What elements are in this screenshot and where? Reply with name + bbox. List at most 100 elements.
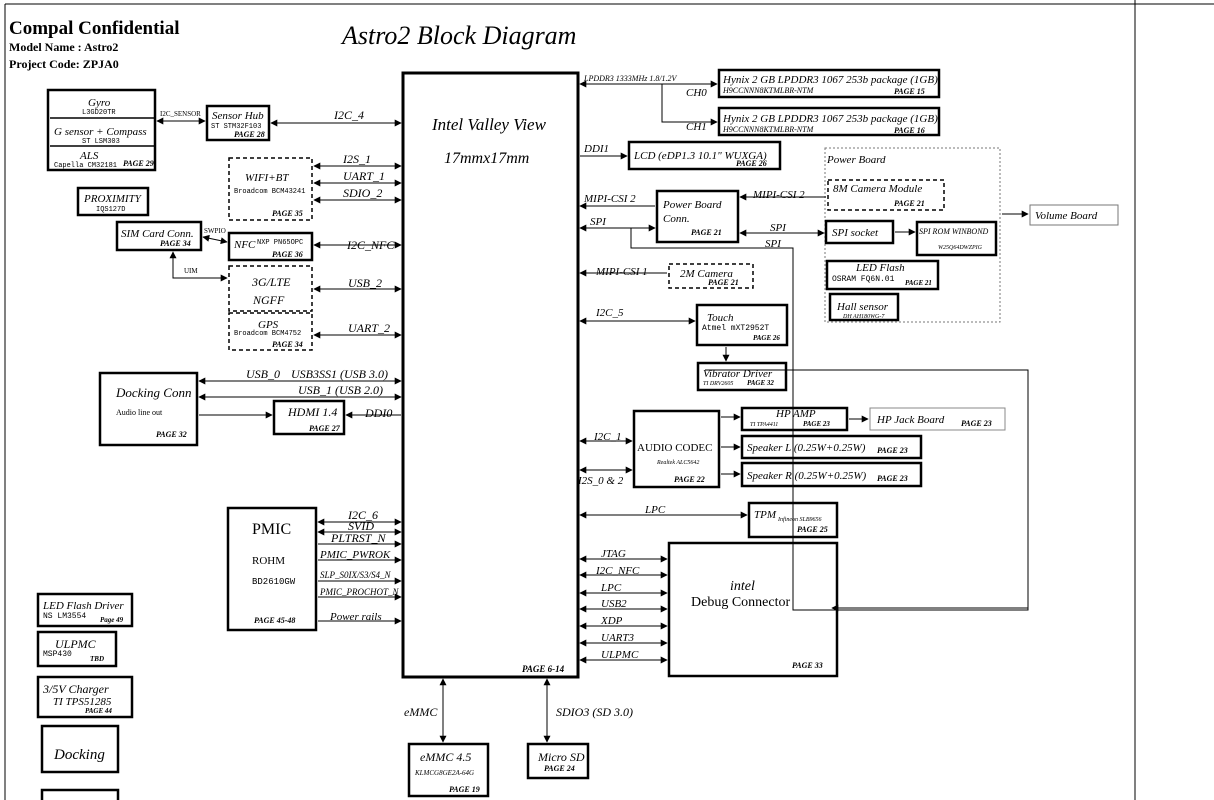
wifi-name: WIFI+BT xyxy=(245,172,289,184)
tpm-block: TPM Infineon SLB9656 PAGE 25 xyxy=(747,501,839,539)
cam2m-name: 2M Camera xyxy=(680,268,733,280)
charger-block: 3/5V Charger TI TPS51285 PAGE 44 xyxy=(36,675,134,719)
ulpmc-block: ULPMC MSP430 TBD xyxy=(36,630,118,668)
vibrator-part: TI DRV2605 xyxy=(703,381,733,387)
gps-block: GPS Broadcom BCM4752 PAGE 34 xyxy=(228,312,313,351)
spisocket-name: SPI socket xyxy=(832,227,879,239)
microsd-name: Micro SD xyxy=(537,750,585,764)
prochot-label: PMIC_PROCHOT_N xyxy=(319,587,399,597)
uart1-label: UART_1 xyxy=(343,169,385,183)
cpu-size: 17mmx17mm xyxy=(444,150,529,167)
hpamp-part: TI TPA4411 xyxy=(750,421,778,428)
ddi1-label: DDI1 xyxy=(583,143,609,155)
emmc-page: PAGE 19 xyxy=(449,785,480,794)
i2cnfc-label: I2C_NFC xyxy=(346,238,395,252)
spisocket-block: SPI socket xyxy=(824,219,895,245)
dockbox-name: Docking xyxy=(53,747,105,763)
usb3ss1-label: USB3SS1 (USB 3.0) xyxy=(291,367,388,381)
emmc-part: KLMCG8GE2A-64G xyxy=(414,769,474,777)
wifi-page: PAGE 35 xyxy=(272,209,303,218)
gyro-block: Gyro L3GD20TR G sensor + Compass ST LSM3… xyxy=(46,88,157,172)
lpc-label: LPC xyxy=(644,504,666,516)
debug-name: intel xyxy=(730,579,755,594)
hpamp-page: PAGE 23 xyxy=(803,420,830,428)
ram1-block: Hynix 2 GB LPDDR3 1067 253b package (1GB… xyxy=(717,68,941,99)
spkl-name: Speaker L (0.25W+0.25W) xyxy=(747,442,866,454)
ulpmc-part: MSP430 xyxy=(43,650,72,659)
vibrator-block: Vibrator Driver TI DRV2605 PAGE 32 xyxy=(696,361,788,392)
mipi-csi1-label: MIPI-CSI 1 xyxy=(595,266,648,278)
uart2-label: UART_2 xyxy=(348,321,390,335)
ledflash-page: PAGE 21 xyxy=(905,279,932,287)
emmc-block: eMMC 4.5 KLMCG8GE2A-64G PAGE 19 xyxy=(407,742,490,798)
dock-box-block: Docking xyxy=(40,724,120,800)
gyro-name: Gyro xyxy=(88,97,111,109)
gps-page: PAGE 34 xyxy=(272,340,303,349)
hpamp-block: HP AMP TI TPA4411 PAGE 23 xyxy=(740,406,849,432)
gsensor-name: G sensor + Compass xyxy=(54,126,147,138)
ram2-block: Hynix 2 GB LPDDR3 1067 253b package (1GB… xyxy=(717,106,941,137)
charger-page: PAGE 44 xyxy=(85,707,112,715)
page-frame xyxy=(4,0,1214,800)
ch0-label: CH0 xyxy=(686,87,707,99)
vibrator-name: Vibrator Driver xyxy=(703,368,773,380)
cam8m-name: 8M Camera Module xyxy=(833,183,922,195)
sensorhub-page: PAGE 28 xyxy=(234,130,265,139)
tpm-page: PAGE 25 xyxy=(797,525,828,534)
pmic-vendor: ROHM xyxy=(252,555,285,567)
simcard-block: SIM Card Conn. PAGE 34 xyxy=(115,220,203,252)
touch-part: Atmel mXT2952T xyxy=(702,324,769,333)
mipi-csi2-label: MIPI-CSI 2 xyxy=(583,193,636,205)
sensorhub-block: Sensor Hub ST STM32F103 PAGE 28 xyxy=(205,104,271,142)
microsd-block: Micro SD PAGE 24 xyxy=(526,742,590,780)
proximity-part: IQS127D xyxy=(96,206,125,214)
i2s02-label: I2S_0 & 2 xyxy=(577,475,624,487)
docking-conn-block: Docking Conn Audio line out PAGE 32 xyxy=(98,371,199,447)
pmic-block: PMIC ROHM BD2610GW PAGE 45-48 xyxy=(226,506,318,632)
svid-label: SVID xyxy=(348,519,374,533)
cam2m-block: 2M Camera PAGE 21 xyxy=(668,263,754,289)
wifi-block: WIFI+BT Broadcom BCM43241 PAGE 35 xyxy=(228,157,313,221)
jtag-label: JTAG xyxy=(601,548,626,560)
lte-block: 3G/LTE NGFF xyxy=(228,265,313,312)
gyro-part: L3GD20TR xyxy=(82,109,116,117)
uart3-label: UART3 xyxy=(601,632,635,644)
powerboard-area-label: Power Board xyxy=(826,154,886,166)
i2c5-label: I2C_5 xyxy=(595,307,624,319)
nfc-name: NFC xyxy=(233,239,256,251)
ledflash-part: OSRAM FQ6N.01 xyxy=(832,275,895,284)
powerboard-name2: Conn. xyxy=(663,213,690,225)
i2c1-label: I2C_1 xyxy=(593,431,622,443)
power-rails-label: Power rails xyxy=(329,611,382,623)
codec-name: AUDIO CODEC xyxy=(637,442,712,454)
ulpmc-signal-label: ULPMC xyxy=(601,649,639,661)
usb2-label: USB_2 xyxy=(348,276,382,290)
lcd-block: LCD (eDP1.3 10.1" WUXGA) PAGE 26 xyxy=(627,140,782,171)
codec-part: Realtek ALC5642 xyxy=(656,459,699,466)
hall-block: Hall sensor DH AH180WG-7 xyxy=(828,292,900,322)
debug-signal-lines xyxy=(579,555,668,664)
usb2b-label: USB2 xyxy=(601,598,627,610)
slp-label: SLP_S0IX/S3/S4_N xyxy=(320,570,391,580)
cam8m-page: PAGE 21 xyxy=(894,199,925,208)
sdio2-label: SDIO_2 xyxy=(343,186,382,200)
ch1-label: CH1 xyxy=(686,121,707,133)
lpddr3-label: LPDDR3 1333MHz 1.8/1.2V xyxy=(583,74,678,83)
sdio3-label: SDIO3 (SD 3.0) xyxy=(556,705,633,719)
pmic-part: BD2610GW xyxy=(252,577,296,587)
spirom-name: SPI ROM WINBOND xyxy=(919,227,989,236)
sensorhub-part: ST STM32F103 xyxy=(211,123,261,131)
spi-c-route xyxy=(630,228,1029,611)
spkr-page: PAGE 23 xyxy=(877,474,908,483)
cpu-block: Intel Valley View 17mmx17mm PAGE 6-14 xyxy=(401,71,580,679)
pmic-name: PMIC xyxy=(252,521,291,538)
ram2-part: H9CCNNN8KTMLBR-NTM xyxy=(722,125,815,134)
charger-part: TI TPS51285 xyxy=(53,696,112,708)
wifi-part: Broadcom BCM43241 xyxy=(234,188,305,196)
pmic-page: PAGE 45-48 xyxy=(254,616,295,625)
spirom-block: SPI ROM WINBOND W25Q64DWZPIG xyxy=(915,220,998,257)
ram-lines xyxy=(579,80,718,126)
debug-name2: Debug Connector xyxy=(691,595,790,610)
spkl-page: PAGE 23 xyxy=(877,446,908,455)
